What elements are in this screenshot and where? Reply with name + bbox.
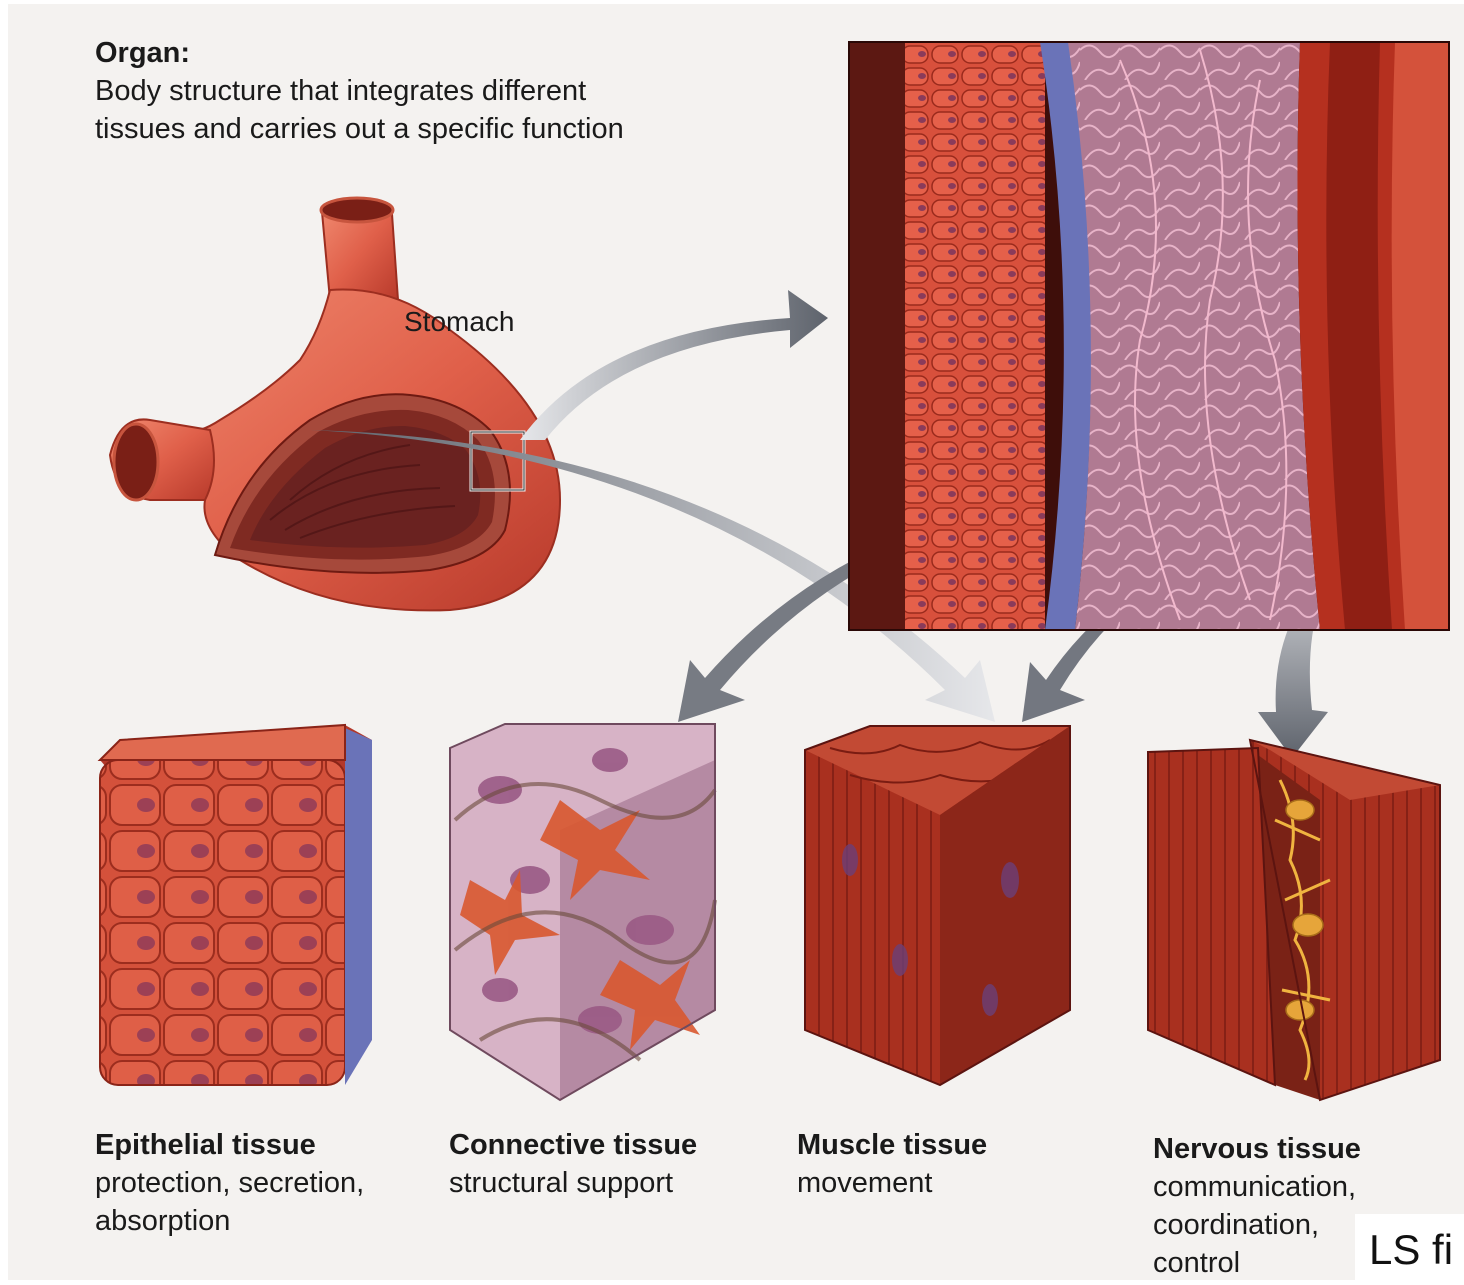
- stomach-wall-cross-section: [849, 42, 1449, 630]
- epithelial-tissue-name: Epithelial tissue: [95, 1126, 364, 1164]
- connective-tissue-name: Connective tissue: [449, 1126, 697, 1164]
- epithelial-function-line2: absorption: [95, 1202, 364, 1240]
- corner-figure-label: LS fi: [1355, 1214, 1464, 1285]
- organ-description-line2: tissues and carries out a specific funct…: [95, 110, 624, 148]
- nervous-tissue-illustration: [1148, 740, 1440, 1100]
- nervous-function-line3: control: [1153, 1244, 1361, 1282]
- organ-description-line1: Body structure that integrates different: [95, 72, 624, 110]
- nervous-function-line1: communication,: [1153, 1168, 1361, 1206]
- stomach-illustration: [110, 198, 560, 610]
- muscle-tissue-caption: Muscle tissue movement: [797, 1126, 987, 1202]
- organ-definition: Organ: Body structure that integrates di…: [95, 34, 624, 148]
- epithelial-tissue-caption: Epithelial tissue protection, secretion,…: [95, 1126, 364, 1240]
- organ-title: Organ:: [95, 34, 624, 72]
- muscle-function-line1: movement: [797, 1164, 987, 1202]
- connective-tissue-caption: Connective tissue structural support: [449, 1126, 697, 1202]
- nervous-function-line2: coordination,: [1153, 1206, 1361, 1244]
- epithelial-function-line1: protection, secretion,: [95, 1164, 364, 1202]
- connective-tissue-illustration: [450, 724, 715, 1100]
- muscle-tissue-name: Muscle tissue: [797, 1126, 987, 1164]
- nervous-tissue-name: Nervous tissue: [1153, 1130, 1361, 1168]
- connective-function-line1: structural support: [449, 1164, 697, 1202]
- stomach-label: Stomach: [404, 306, 515, 338]
- muscle-tissue-illustration: [805, 726, 1070, 1085]
- epithelial-tissue-illustration: [100, 725, 372, 1085]
- nervous-tissue-caption: Nervous tissue communication, coordinati…: [1153, 1130, 1361, 1282]
- arrow-stomach-to-wall: [520, 290, 828, 440]
